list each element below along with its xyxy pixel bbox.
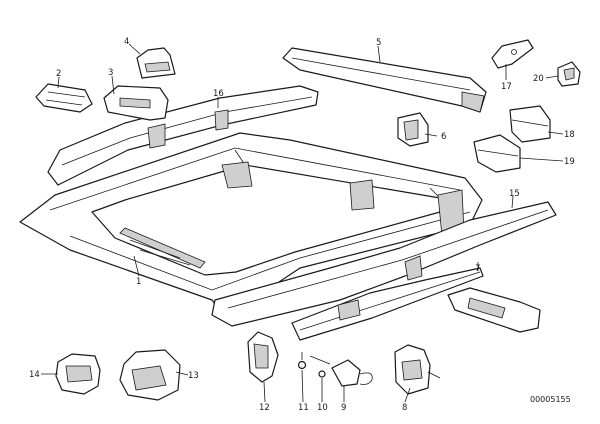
part-left-front-member <box>47 85 319 186</box>
part-right-front-member <box>282 47 487 113</box>
part-6 <box>397 112 429 147</box>
callout-2: 2 <box>56 69 61 79</box>
part-lower-bracket <box>394 344 441 395</box>
part-rear-sill <box>291 267 484 341</box>
callout-5: 5 <box>376 38 381 48</box>
callout-3: 3 <box>108 68 113 78</box>
callout-13: 13 <box>188 371 199 381</box>
part-right-rear-member <box>211 201 557 327</box>
part-9 <box>331 359 373 387</box>
callout-16: 16 <box>213 89 224 99</box>
part-20 <box>557 61 581 87</box>
part-17 <box>491 39 534 69</box>
part-4 <box>136 47 176 79</box>
part-2 <box>35 83 93 113</box>
part-8 <box>447 287 541 333</box>
part-10 <box>309 355 331 378</box>
part-14 <box>55 353 101 395</box>
leader-lines <box>41 43 564 403</box>
callout-19: 19 <box>564 157 575 167</box>
callout-20: 20 <box>533 74 544 84</box>
part-floor-frame <box>19 132 483 319</box>
callout-12: 12 <box>259 403 270 413</box>
callout-6: 6 <box>441 132 446 142</box>
callout-7: 7 <box>475 264 480 274</box>
part-19 <box>473 134 521 173</box>
part-11 <box>297 352 307 370</box>
part-3 <box>103 85 169 121</box>
diagram-reference-number: 00005155 <box>530 395 571 404</box>
callout-18: 18 <box>564 130 575 140</box>
callout-17: 17 <box>501 82 512 92</box>
callout-11: 11 <box>298 403 309 413</box>
callout-1: 1 <box>136 277 141 287</box>
part-18 <box>509 105 551 143</box>
callout-9: 9 <box>341 403 346 413</box>
part-12 <box>247 331 279 383</box>
callout-8: 8 <box>402 403 407 413</box>
part-13 <box>119 349 181 401</box>
callout-14: 14 <box>29 370 40 380</box>
callout-4: 4 <box>124 37 129 47</box>
callout-15: 15 <box>509 189 520 199</box>
callout-10: 10 <box>317 403 328 413</box>
callout-labels: 1 2 3 4 5 6 7 8 9 10 11 12 13 14 15 16 1… <box>29 37 575 413</box>
